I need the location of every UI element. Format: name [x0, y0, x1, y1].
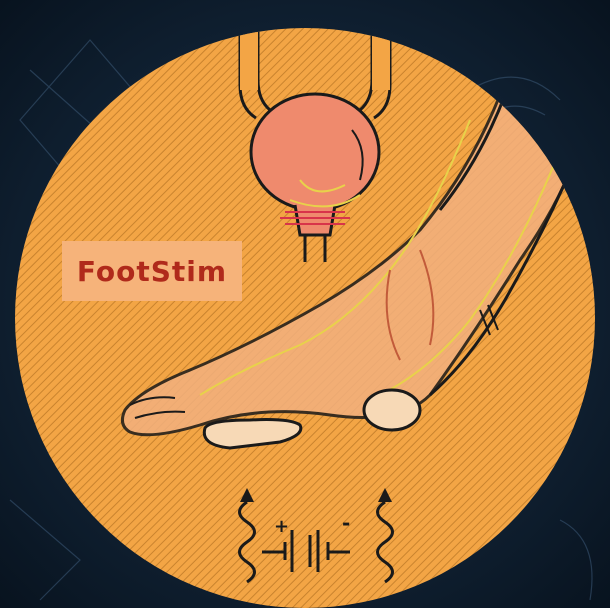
footstim-label: FootStim — [77, 255, 227, 288]
battery-plus-label: + — [274, 516, 289, 537]
battery-minus-label: - — [342, 511, 350, 535]
footstim-label-box: FootStim — [62, 241, 242, 301]
